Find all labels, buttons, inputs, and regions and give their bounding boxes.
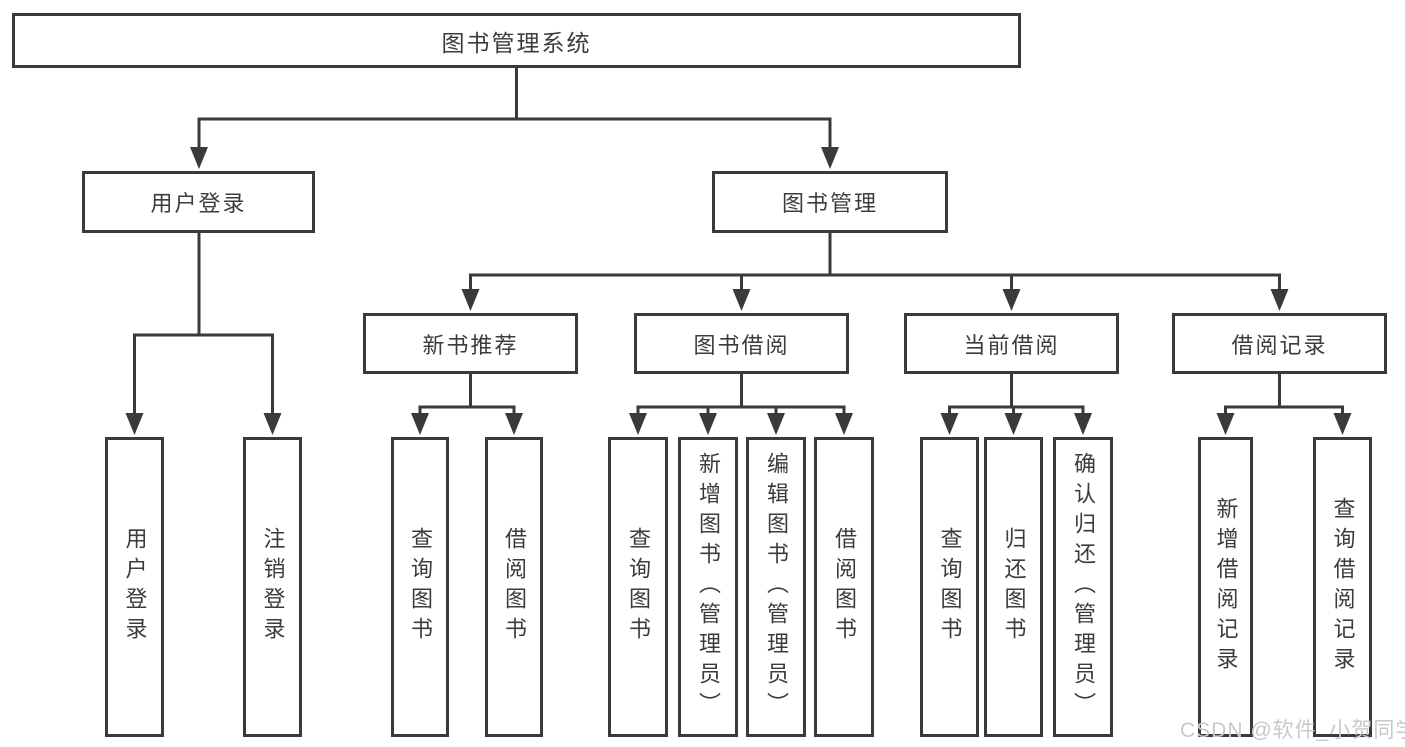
- leaf-cb-return-books: 归还图书: [984, 437, 1043, 737]
- edge-userlogin-to-leaves: [133, 233, 274, 418]
- node-borrow-record: 借阅记录: [1172, 313, 1387, 374]
- leaf-user-login: 用户登录: [105, 437, 164, 737]
- node-user-login-branch: 用户登录: [82, 171, 315, 233]
- leaf-br-query-record: 查询借阅记录: [1313, 437, 1372, 737]
- leaf-bb-edit-books-admin: 编辑图书（管理员）: [746, 437, 806, 737]
- csdn-watermark: CSDN @软件_小贺同学: [1180, 719, 1405, 742]
- node-book-management-branch: 图书管理: [712, 171, 948, 233]
- node-new-book-recommend: 新书推荐: [363, 313, 578, 374]
- leaf-cb-confirm-return-admin: 确认归还（管理员）: [1053, 437, 1113, 737]
- leaf-bb-query-books: 查询图书: [608, 437, 668, 737]
- edge-bookmgmt-to-level3: [469, 233, 1281, 292]
- leaf-rec-query-books: 查询图书: [391, 437, 449, 737]
- edge-newbookrec-to-leaves: [418, 374, 516, 418]
- leaf-rec-borrow-books: 借阅图书: [485, 437, 543, 737]
- leaf-cb-query-books: 查询图书: [920, 437, 979, 737]
- edge-bookborrow-to-leaves: [636, 374, 846, 418]
- arrowheads: [125, 147, 1352, 435]
- edge-root-to-level2: [197, 68, 832, 150]
- node-current-borrow: 当前借阅: [904, 313, 1119, 374]
- edge-borrowrecord-to-leaves: [1224, 374, 1344, 418]
- edge-currentborrow-to-leaves: [948, 374, 1085, 418]
- leaf-bb-add-books-admin: 新增图书（管理员）: [678, 437, 738, 737]
- node-root-system: 图书管理系统: [12, 13, 1021, 68]
- leaf-logout: 注销登录: [243, 437, 302, 737]
- node-book-borrow: 图书借阅: [634, 313, 849, 374]
- leaf-bb-borrow-books: 借阅图书: [814, 437, 874, 737]
- leaf-br-add-record: 新增借阅记录: [1198, 437, 1253, 737]
